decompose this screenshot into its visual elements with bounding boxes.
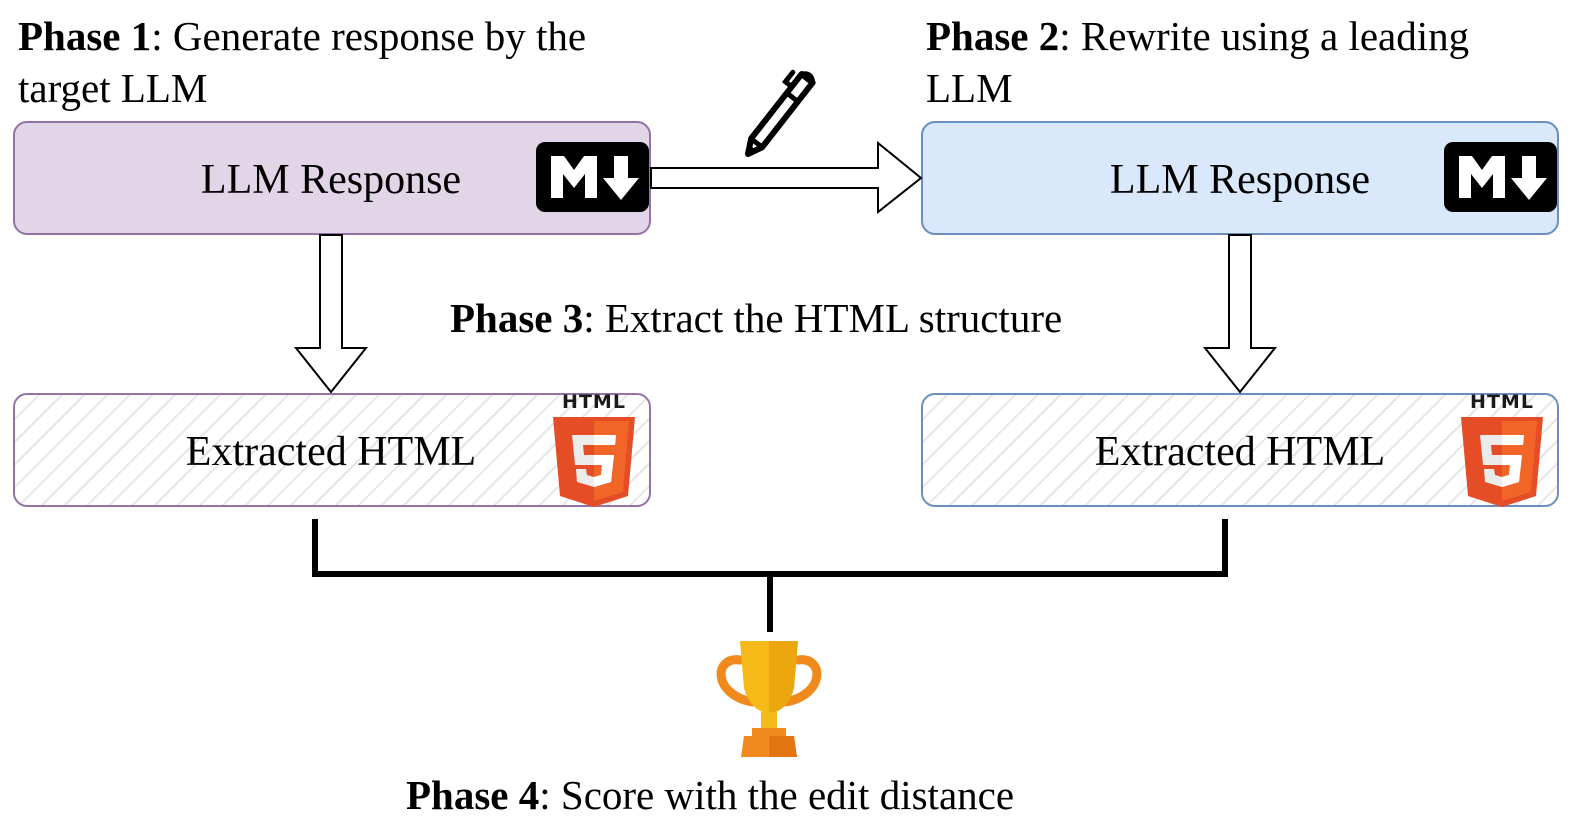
phase-4-title: Phase 4 [406, 772, 540, 818]
html5-icon: HTML [548, 391, 640, 509]
phase-1-title: Phase 1 [18, 13, 152, 59]
score-bracket [312, 519, 1228, 577]
left-extracted-html-label: Extracted HTML [185, 429, 477, 475]
left-extracted-html-box [13, 393, 651, 507]
phase-4-caption: Phase 4: Score with the edit distance [406, 769, 1014, 821]
phase-2-caption: Phase 2: Rewrite using a leading LLM [926, 10, 1469, 114]
trophy-icon [716, 641, 822, 757]
html5-wordmark: HTML [1470, 391, 1534, 413]
phase-1-text: : Generate response by the [151, 13, 587, 59]
extract-arrow-right [1202, 234, 1278, 394]
phase-3-caption: Phase 3: Extract the HTML structure [450, 292, 1062, 344]
extract-arrow-left [293, 234, 369, 394]
rewrite-arrow [650, 140, 923, 215]
markdown-icon [536, 142, 649, 212]
phase-3-title: Phase 3 [450, 295, 584, 341]
html5-icon: HTML [1456, 391, 1548, 509]
html5-wordmark: HTML [562, 391, 626, 413]
phase-4-text: : Score with the edit distance [539, 772, 1015, 818]
phase-2-text: : Rewrite using a leading [1059, 13, 1470, 59]
left-llm-response-label: LLM Response [200, 157, 462, 203]
phase-3-text: : Extract the HTML structure [583, 295, 1063, 341]
pencil-icon [745, 69, 816, 157]
phase-2-title: Phase 2 [926, 13, 1060, 59]
right-extracted-html-label: Extracted HTML [1094, 429, 1386, 475]
markdown-icon [1444, 142, 1557, 212]
phase-1-text-line2: target LLM [18, 65, 208, 111]
phase-1-caption: Phase 1: Generate response by the target… [18, 10, 586, 114]
right-llm-response-label: LLM Response [1109, 157, 1371, 203]
phase-2-text-line2: LLM [926, 65, 1013, 111]
right-extracted-html-box [921, 393, 1559, 507]
